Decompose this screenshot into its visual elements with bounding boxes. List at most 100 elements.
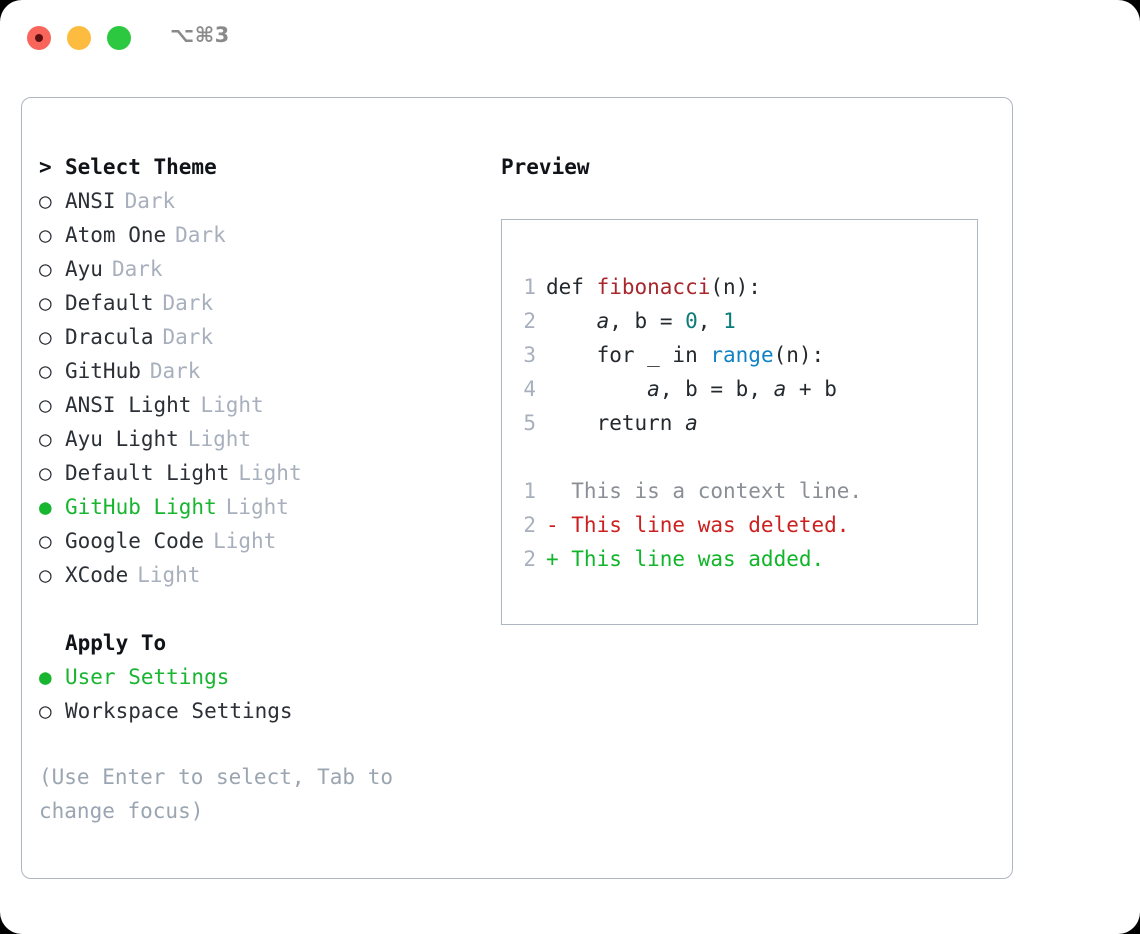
code-token: 0	[685, 309, 698, 333]
code-token: a	[647, 377, 660, 401]
radio-unselected-icon: ○	[39, 223, 52, 247]
title-bar: ⌥⌘3	[0, 0, 1140, 76]
apply-to-option-label: Workspace Settings	[65, 699, 293, 723]
radio-unselected-icon: ○	[39, 699, 52, 723]
code-token: , b = b,	[659, 377, 774, 401]
code-line: 2 a, b = 0, 1	[514, 304, 862, 338]
theme-kind-badge: Light	[238, 461, 302, 485]
theme-name-label: ANSI Light	[65, 393, 192, 417]
theme-kind-badge: Dark	[149, 359, 201, 383]
apply-to-label: Apply To	[65, 631, 167, 655]
code-token	[546, 309, 597, 333]
line-number: 2	[523, 513, 536, 537]
theme-list-item[interactable]: ○ Ayu Dark	[39, 252, 489, 286]
diff-line: 2- This line was deleted.	[514, 508, 862, 542]
theme-kind-badge: Light	[213, 529, 277, 553]
theme-kind-badge: Dark	[124, 189, 176, 213]
theme-list-item[interactable]: ○ Google Code Light	[39, 524, 489, 558]
close-icon	[35, 34, 43, 42]
theme-name-label: GitHub Light	[65, 495, 217, 519]
code-line: 5 return a	[514, 406, 862, 440]
line-number: 5	[523, 411, 536, 435]
code-blank-line	[514, 440, 862, 474]
apply-to-heading: Apply To	[39, 626, 489, 660]
diff-line-text: + This line was added.	[546, 547, 825, 571]
radio-unselected-icon: ○	[39, 563, 52, 587]
keyboard-shortcut-label: ⌥⌘3	[170, 23, 230, 47]
radio-unselected-icon: ○	[39, 529, 52, 553]
radio-selected-icon: ●	[39, 665, 52, 689]
code-token: b	[634, 309, 648, 333]
theme-kind-badge: Light	[187, 427, 252, 451]
apply-to-option[interactable]: ○ Workspace Settings	[39, 694, 489, 728]
code-token: + b	[786, 377, 837, 401]
apply-to-list: ● User Settings ○ Workspace Settings	[39, 660, 489, 728]
diff-line-text: This is a context line.	[546, 479, 863, 503]
theme-list-item[interactable]: ○ Default Dark	[39, 286, 489, 320]
code-token: 1	[723, 309, 736, 333]
theme-kind-badge: Light	[200, 393, 264, 417]
theme-name-label: ANSI	[65, 189, 116, 213]
line-number: 2	[523, 309, 536, 333]
diff-line: 2 + This line was added.	[514, 542, 862, 576]
code-token: for _ in	[546, 343, 711, 367]
theme-kind-badge: Dark	[175, 223, 226, 247]
theme-name-label: Atom One	[65, 223, 167, 247]
minimize-window-button[interactable]	[67, 26, 91, 50]
theme-list-item[interactable]: ○ Atom One Dark	[39, 218, 489, 252]
theme-list-item[interactable]: ○ ANSI Light Light	[39, 388, 489, 422]
theme-name-label: Google Code	[65, 529, 205, 553]
theme-list-item[interactable]: ○ GitHub Dark	[39, 354, 489, 388]
preview-title: Preview	[501, 155, 590, 179]
theme-name-label: GitHub	[65, 359, 141, 383]
apply-to-option[interactable]: ● User Settings	[39, 660, 489, 694]
diff-line: 1 This is a context line.	[514, 474, 862, 508]
theme-name-label: Ayu	[65, 257, 103, 281]
maximize-window-button[interactable]	[107, 26, 131, 50]
radio-unselected-icon: ○	[39, 461, 52, 485]
theme-kind-badge: Dark	[162, 291, 214, 315]
radio-unselected-icon: ○	[39, 257, 52, 281]
code-token: =	[647, 309, 686, 333]
code-token: def	[546, 275, 597, 299]
code-token: ,	[697, 309, 724, 333]
radio-unselected-icon: ○	[39, 291, 52, 315]
page-title: Select Theme	[65, 155, 217, 179]
code-token: return	[546, 411, 686, 435]
apply-to-option-label: User Settings	[65, 665, 230, 689]
theme-name-label: Default	[65, 291, 154, 315]
code-token: (n):	[773, 343, 825, 367]
keyboard-hint-text: (Use Enter to select, Tab to change focu…	[39, 765, 394, 823]
code-line: 4 a, b = b, a + b	[514, 372, 862, 406]
line-number: 4	[523, 377, 536, 401]
radio-unselected-icon: ○	[39, 393, 52, 417]
line-number: 1	[523, 275, 536, 299]
line-number: 1	[523, 479, 536, 503]
theme-kind-badge: Dark	[111, 257, 163, 281]
theme-picker-heading: > Select Theme	[39, 150, 489, 184]
radio-selected-icon: ●	[39, 495, 52, 519]
line-number: 2	[523, 547, 536, 571]
theme-list-item[interactable]: ● GitHub Light Light	[39, 490, 489, 524]
code-token: a	[773, 377, 787, 401]
prompt-caret-icon: >	[39, 155, 52, 179]
theme-list-item[interactable]: ○ ANSI Dark	[39, 184, 489, 218]
code-token: (n):	[710, 275, 761, 299]
theme-name-label: Dracula	[65, 325, 154, 349]
code-token	[546, 377, 647, 401]
code-line: 3 for _ in range(n):	[514, 338, 862, 372]
theme-name-label: Ayu Light	[65, 427, 179, 451]
code-token: ,	[609, 309, 635, 333]
radio-unselected-icon: ○	[39, 359, 52, 383]
theme-kind-badge: Light	[225, 495, 289, 519]
radio-unselected-icon: ○	[39, 189, 52, 213]
